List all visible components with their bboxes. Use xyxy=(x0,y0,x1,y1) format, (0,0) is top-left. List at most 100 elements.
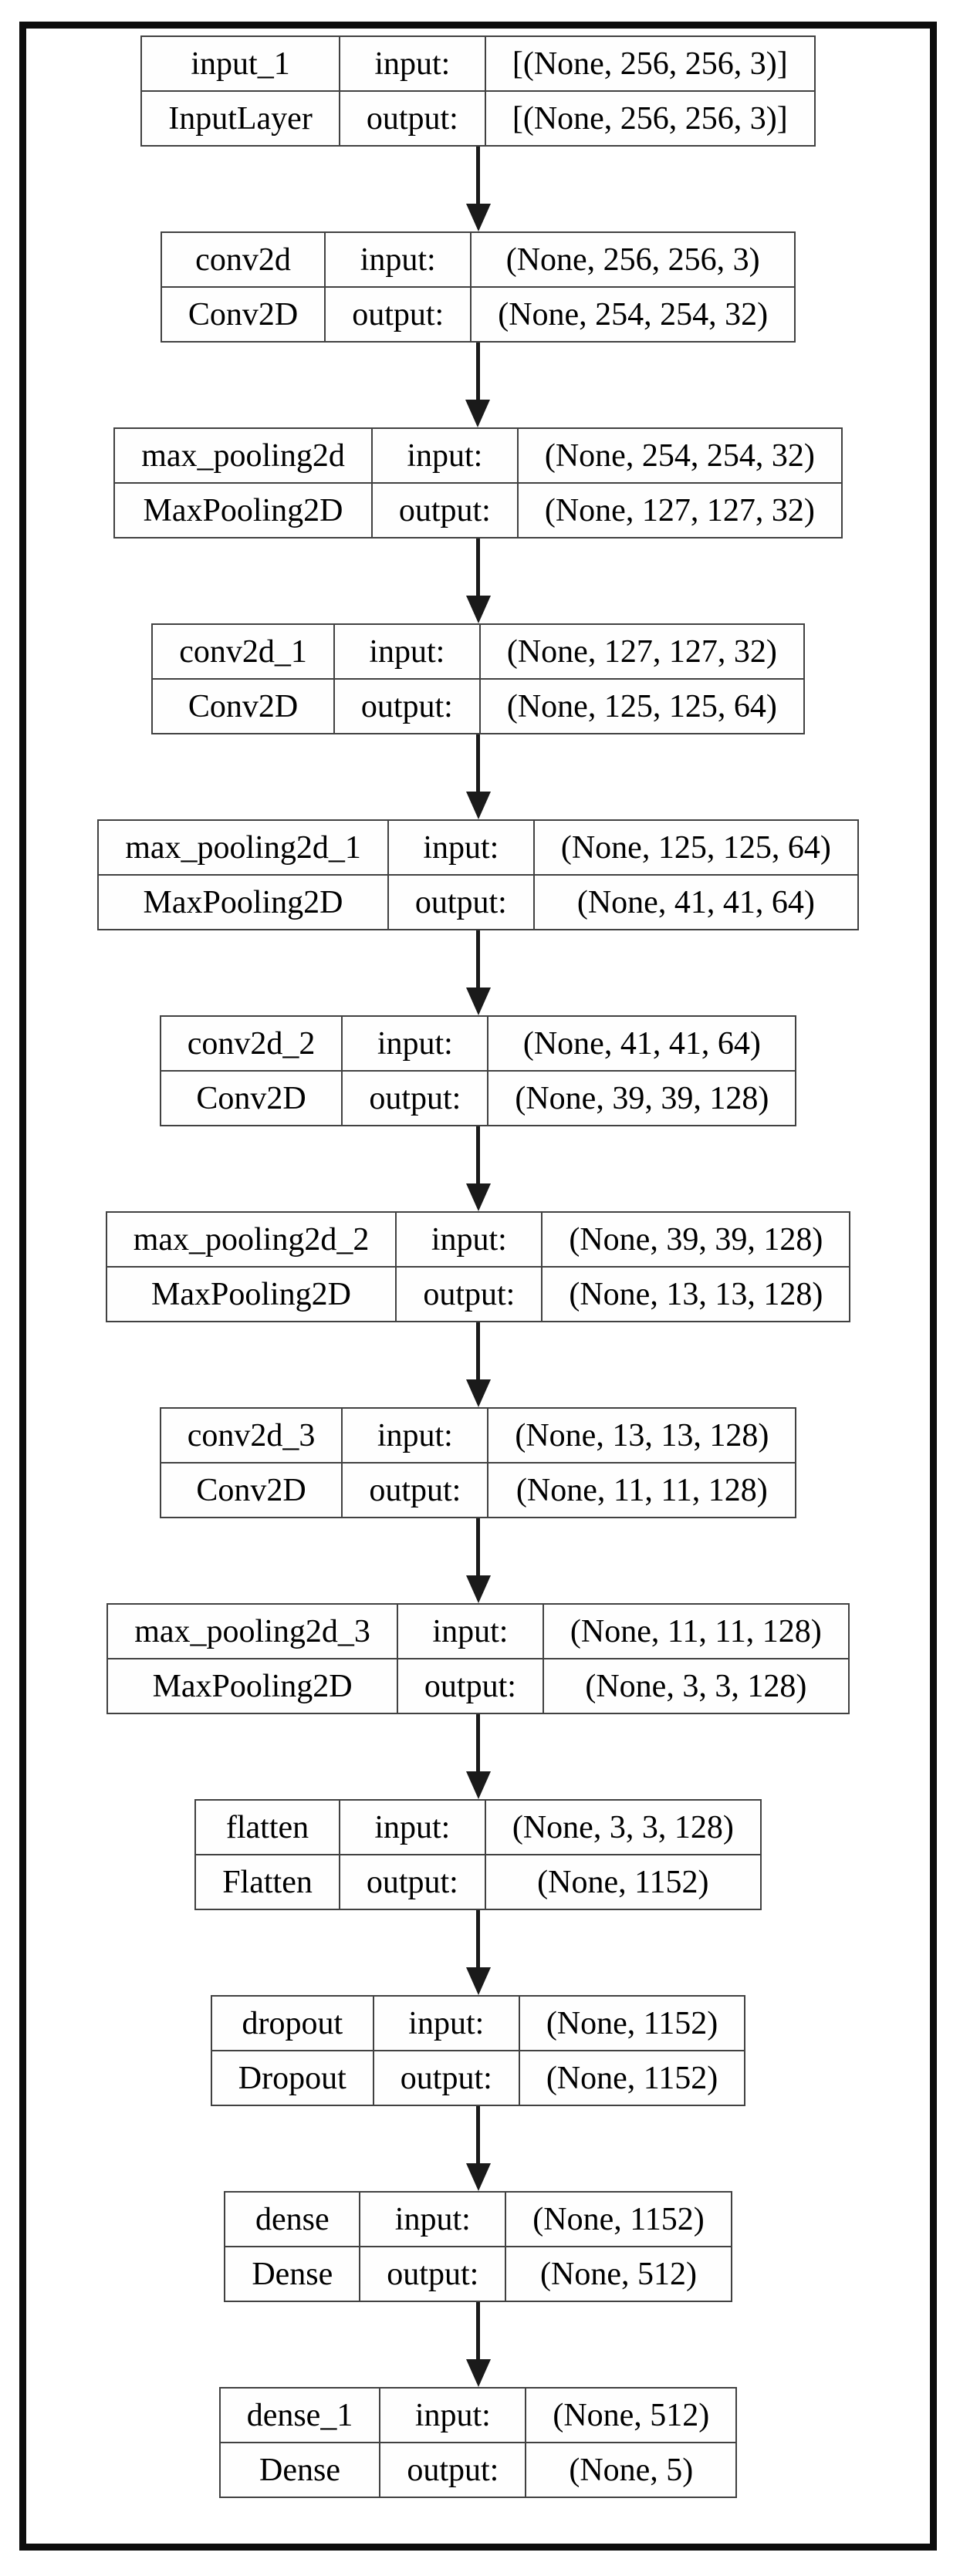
input-shape: (None, 11, 11, 128) xyxy=(542,1603,850,1659)
output-label: output: xyxy=(338,90,486,147)
input-shape: (None, 254, 254, 32) xyxy=(516,427,843,484)
layer-node: max_pooling2d_2 input: (None, 39, 39, 12… xyxy=(105,1211,851,1322)
output-shape: (None, 1152) xyxy=(484,1854,762,1910)
connector-arrow xyxy=(464,343,492,427)
arrowhead-down-icon xyxy=(465,2163,491,2191)
input-label: input: xyxy=(338,1799,486,1855)
node-input-row: dropout input: (None, 1152) xyxy=(210,1995,746,2051)
connector-arrow xyxy=(465,1714,492,1799)
layer-node-wrap: conv2d_1 input: (None, 127, 127, 32) Con… xyxy=(151,623,805,819)
input-label: input: xyxy=(341,1407,489,1464)
input-shape: (None, 1152) xyxy=(518,1995,746,2051)
layer-node: flatten input: (None, 3, 3, 128) Flatten… xyxy=(194,1799,762,1910)
node-input-row: conv2d_1 input: (None, 127, 127, 32) xyxy=(151,623,805,680)
node-output-row: Dropout output: (None, 1152) xyxy=(210,2050,746,2106)
layer-name: max_pooling2d_3 xyxy=(106,1603,398,1659)
layer-name: conv2d xyxy=(160,231,326,288)
node-output-row: MaxPooling2D output: (None, 127, 127, 32… xyxy=(113,482,843,538)
input-shape: (None, 256, 256, 3) xyxy=(470,231,796,288)
output-shape: (None, 127, 127, 32) xyxy=(516,482,843,538)
output-shape: (None, 254, 254, 32) xyxy=(470,286,796,343)
layer-name: conv2d_1 xyxy=(151,623,335,680)
output-label: output: xyxy=(372,2050,520,2106)
layer-type: Dropout xyxy=(210,2050,374,2106)
output-shape: (None, 512) xyxy=(505,2246,732,2302)
input-label: input: xyxy=(370,427,519,484)
input-shape: (None, 127, 127, 32) xyxy=(478,623,805,680)
node-output-row: Conv2D output: (None, 11, 11, 128) xyxy=(159,1462,797,1518)
edge-line xyxy=(476,734,480,792)
input-shape: (None, 3, 3, 128) xyxy=(484,1799,762,1855)
layer-node-wrap: conv2d input: (None, 256, 256, 3) Conv2D… xyxy=(160,231,796,427)
connector-arrow xyxy=(465,1126,492,1211)
arrowhead-down-icon xyxy=(465,1183,491,1211)
edge-line xyxy=(476,1322,480,1379)
layer-node-wrap: input_1 input: [(None, 256, 256, 3)] Inp… xyxy=(140,35,816,231)
node-input-row: input_1 input: [(None, 256, 256, 3)] xyxy=(140,35,816,92)
layer-node-wrap: max_pooling2d_2 input: (None, 39, 39, 12… xyxy=(105,1211,851,1407)
layer-node: dense input: (None, 1152) Dense output: … xyxy=(224,2191,732,2302)
node-output-row: MaxPooling2D output: (None, 3, 3, 128) xyxy=(106,1658,850,1714)
layer-node: conv2d_2 input: (None, 41, 41, 64) Conv2… xyxy=(159,1015,797,1126)
arrowhead-down-icon xyxy=(465,1771,491,1799)
layer-name: flatten xyxy=(194,1799,340,1855)
output-label: output: xyxy=(338,1854,486,1910)
arrowhead-down-icon xyxy=(465,1379,491,1407)
node-output-row: Flatten output: (None, 1152) xyxy=(194,1854,762,1910)
node-input-row: dense_1 input: (None, 512) xyxy=(218,2387,738,2443)
input-label: input: xyxy=(396,1603,544,1659)
node-input-row: max_pooling2d_1 input: (None, 125, 125, … xyxy=(97,819,859,876)
arrowhead-down-icon xyxy=(465,988,491,1015)
layer-node: conv2d_1 input: (None, 127, 127, 32) Con… xyxy=(151,623,805,734)
layer-name: input_1 xyxy=(140,35,340,92)
input-shape: (None, 125, 125, 64) xyxy=(532,819,859,876)
layer-node: input_1 input: [(None, 256, 256, 3)] Inp… xyxy=(140,35,816,147)
node-output-row: InputLayer output: [(None, 256, 256, 3)] xyxy=(140,90,816,147)
node-output-row: MaxPooling2D output: (None, 41, 41, 64) xyxy=(97,874,859,930)
layer-type: InputLayer xyxy=(140,90,340,147)
node-output-row: Dense output: (None, 5) xyxy=(218,2442,738,2498)
layer-node: dropout input: (None, 1152) Dropout outp… xyxy=(210,1995,746,2106)
edge-line xyxy=(476,2302,480,2359)
arrowhead-down-icon xyxy=(465,596,491,623)
arrowhead-down-icon xyxy=(465,1575,491,1603)
node-input-row: conv2d input: (None, 256, 256, 3) xyxy=(160,231,796,288)
arrowhead-down-icon xyxy=(465,400,491,427)
layer-node: conv2d input: (None, 256, 256, 3) Conv2D… xyxy=(160,231,796,343)
input-label: input: xyxy=(324,231,472,288)
output-shape: (None, 11, 11, 128) xyxy=(487,1462,797,1518)
input-label: input: xyxy=(338,35,486,92)
input-label: input: xyxy=(395,1211,543,1268)
connector-arrow xyxy=(465,2106,492,2191)
layer-node-wrap: dense input: (None, 1152) Dense output: … xyxy=(224,2191,732,2387)
layer-name: dense xyxy=(224,2191,361,2247)
layer-node-wrap: max_pooling2d_1 input: (None, 125, 125, … xyxy=(97,819,859,1015)
edge-line xyxy=(476,1126,480,1183)
node-input-row: conv2d_2 input: (None, 41, 41, 64) xyxy=(159,1015,797,1072)
node-output-row: Dense output: (None, 512) xyxy=(224,2246,732,2302)
output-shape: (None, 3, 3, 128) xyxy=(542,1658,850,1714)
layer-name: max_pooling2d_1 xyxy=(97,819,389,876)
layer-node: max_pooling2d_3 input: (None, 11, 11, 12… xyxy=(106,1603,850,1714)
layer-node-wrap: max_pooling2d_3 input: (None, 11, 11, 12… xyxy=(106,1603,850,1799)
edge-line xyxy=(476,2106,480,2163)
edge-line xyxy=(476,538,480,596)
input-shape: (None, 13, 13, 128) xyxy=(487,1407,797,1464)
node-input-row: flatten input: (None, 3, 3, 128) xyxy=(194,1799,762,1855)
node-output-row: Conv2D output: (None, 39, 39, 128) xyxy=(159,1070,797,1126)
layer-node: conv2d_3 input: (None, 13, 13, 128) Conv… xyxy=(159,1407,797,1518)
node-output-row: Conv2D output: (None, 125, 125, 64) xyxy=(151,678,805,734)
input-label: input: xyxy=(372,1995,520,2051)
output-label: output: xyxy=(341,1462,489,1518)
edge-line xyxy=(476,1714,480,1771)
output-shape: (None, 1152) xyxy=(518,2050,746,2106)
layer-node-wrap: max_pooling2d input: (None, 254, 254, 32… xyxy=(113,427,843,623)
output-shape: (None, 41, 41, 64) xyxy=(532,874,859,930)
layer-type: MaxPooling2D xyxy=(105,1266,397,1322)
input-label: input: xyxy=(379,2387,527,2443)
edge-line xyxy=(476,1910,480,1967)
connector-arrow xyxy=(465,734,492,819)
layer-name: max_pooling2d_2 xyxy=(105,1211,397,1268)
output-label: output: xyxy=(359,2246,507,2302)
edge-line xyxy=(475,343,480,400)
